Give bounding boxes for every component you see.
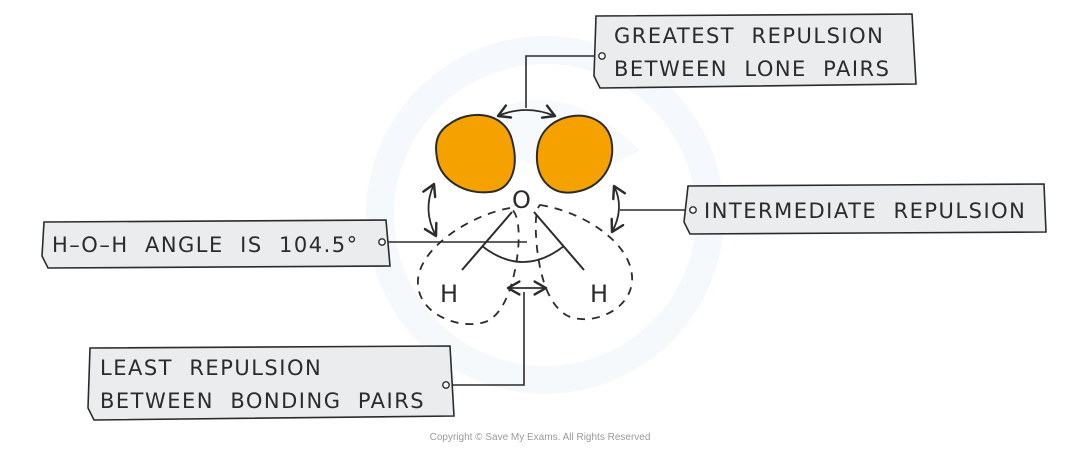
leader-least — [450, 292, 525, 386]
angle-text: H–O–H ANGLE IS 104.5° — [52, 233, 359, 257]
leader-greatest — [525, 55, 600, 108]
lone-lone-arrow-icon — [496, 104, 557, 119]
hydrogen-atom-left: H — [440, 280, 458, 308]
bond-right — [533, 211, 585, 271]
greatest-line-2: BETWEEN LONE PAIRS — [614, 57, 890, 81]
copyright-text: Copyright © Save My Exams. All Rights Re… — [430, 432, 651, 443]
intermediate-text: INTERMEDIATE REPULSION — [704, 199, 1026, 223]
oxygen-atom: O — [512, 186, 531, 214]
bond-angle-arc — [481, 245, 565, 263]
bonding-pair-left — [417, 207, 520, 326]
label-least-repulsion: LEAST REPULSION BETWEEN BONDING PAIRS — [87, 345, 455, 421]
label-intermediate-repulsion: INTERMEDIATE REPULSION — [683, 183, 1047, 235]
lone-pair-left — [435, 113, 516, 194]
lone-bond-left-arrow-icon — [422, 182, 438, 238]
label-greatest-repulsion: GREATEST REPULSION BETWEEN LONE PAIRS — [593, 13, 917, 89]
greatest-line-1: GREATEST REPULSION — [614, 24, 884, 48]
bonding-pair-right — [534, 204, 633, 321]
least-line-2: BETWEEN BONDING PAIRS — [100, 389, 425, 413]
hydrogen-atom-right: H — [590, 280, 608, 308]
least-line-1: LEAST REPULSION — [100, 356, 322, 380]
lone-pair-right — [535, 114, 614, 194]
label-bond-angle: H–O–H ANGLE IS 104.5° — [41, 219, 391, 269]
lone-bond-right-arrow-icon — [610, 184, 627, 234]
bond-left — [461, 211, 513, 271]
